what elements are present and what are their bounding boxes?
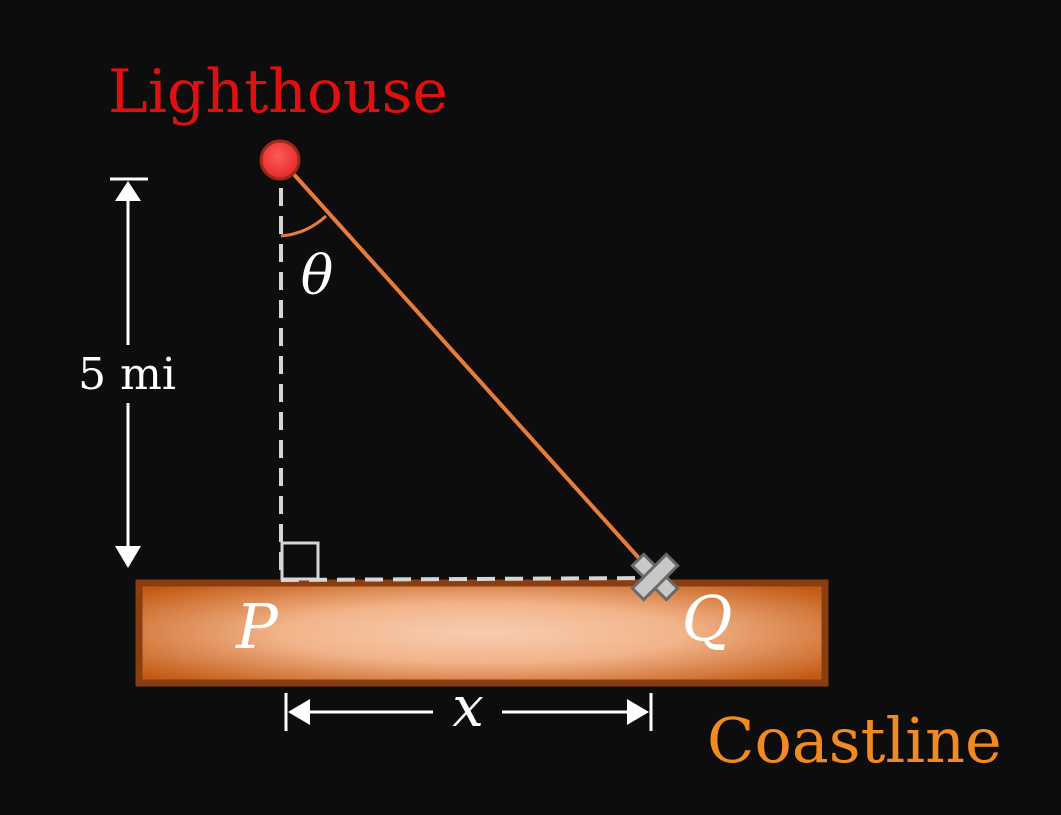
lighthouse-dot-icon [259, 139, 301, 181]
distance-label: 5 mi [78, 349, 176, 400]
theta-label: θ [301, 244, 334, 307]
right-angle-marker [280, 541, 320, 581]
x-label: x [452, 675, 484, 740]
vertical-dimension: 5 mi [78, 177, 176, 568]
coastline-strip [135, 579, 829, 687]
point-p-label: P [235, 590, 279, 663]
beam-line [279, 158, 657, 578]
shore-dashed-line [280, 576, 656, 582]
point-q-label: Q [682, 582, 733, 655]
coastline-label: Coastline [707, 704, 1002, 777]
theta-arc [280, 214, 328, 238]
horizontal-dimension: x [284, 675, 653, 740]
lighthouse-label: Lighthouse [108, 57, 448, 127]
q-marker-icon [630, 552, 680, 602]
